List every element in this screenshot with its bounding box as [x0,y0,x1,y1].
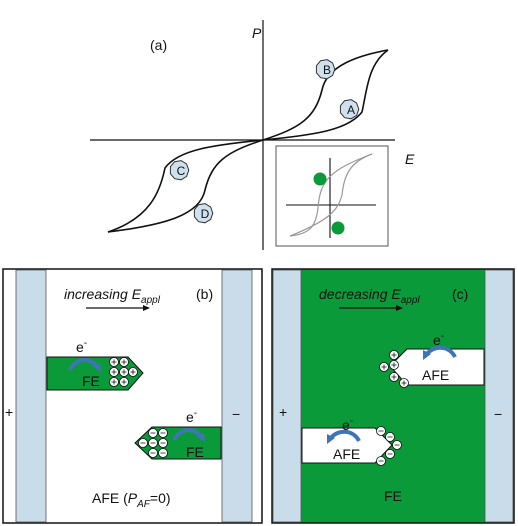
afe-domain-2 [301,427,393,464]
marker-d-label: D [201,207,210,221]
electron-c2: e- [342,416,353,433]
afe-label-c1: AFE [422,367,449,383]
afe-label-c2: AFE [333,446,360,462]
marker-c: C [169,160,190,181]
loop-right-upper [262,49,389,141]
marker-c-label: C [177,164,186,178]
bottom-label-b: AFE (PAF=0) [92,490,171,510]
electrode-right-c [484,269,514,523]
plus-sign-c: + [279,404,287,420]
panel-b: + − increasing Eappl (b) e- FE [2,268,263,524]
panel-a-label: (a) [150,37,167,53]
electron-b1: e- [76,338,87,355]
minus-sign-b: − [232,406,240,422]
bottom-label-c: FE [384,488,402,504]
header-b: increasing Eappl [64,286,161,306]
inset-fe-loop [275,145,389,247]
hysteresis-loops [107,49,389,233]
loop-left-lower [107,139,264,233]
inset-dot-lower [331,221,345,235]
header-c: decreasing Eappl [319,286,420,306]
inset-dot-upper [313,172,327,186]
panel-b-label: (b) [196,286,213,302]
marker-a-label: A [347,103,355,117]
marker-d: D [193,203,214,224]
panel-c-frame [271,268,515,524]
loop-left-upper [107,139,264,233]
panel-a: (a) P E B A C D [90,20,415,250]
electron-c1: e- [433,331,444,348]
minus-sign-c: − [494,406,502,422]
electrode-left-b [15,269,47,523]
electrode-right-b [221,269,253,523]
panel-c-label: (c) [452,286,468,302]
electrode-left-c [272,269,302,523]
marker-b: B [315,59,336,80]
panel-c: + − decreasing Eappl (c) e- AFE [271,268,515,524]
electron-b2: e- [186,408,197,425]
marker-a: A [339,99,360,120]
e-axis-label: E [405,151,415,167]
fe-label-b2: FE [186,444,204,460]
marker-b-label: B [323,63,331,77]
plus-sign-b: + [5,404,13,420]
p-axis-label: P [252,25,262,41]
fe-label-b1: FE [82,373,100,389]
loop-right-lower [262,49,389,141]
